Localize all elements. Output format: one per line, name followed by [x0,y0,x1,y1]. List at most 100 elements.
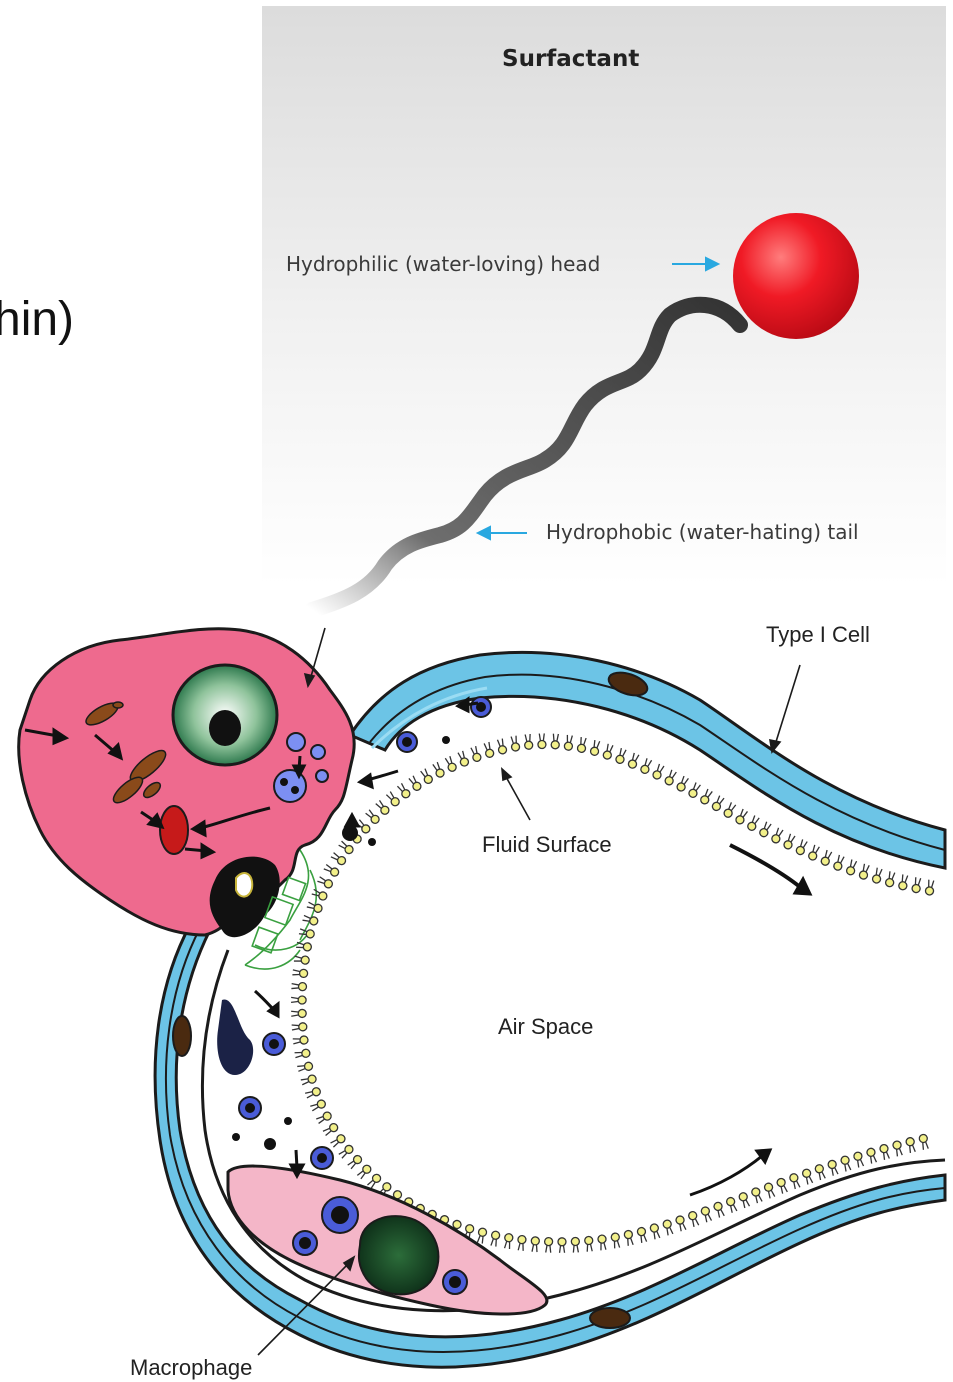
surfactant-lipid [305,1087,322,1100]
surfactant-lipid [746,815,760,832]
surfactant-lipid [675,1215,687,1232]
surfactant-lipid [598,1235,608,1251]
wall-nucleus [590,1308,630,1328]
surfactant-lipid [624,1230,635,1246]
surfactant-lipid [544,1237,553,1252]
surfactant-lipid [538,733,546,748]
surfactant-lipid [925,879,935,895]
surfactant-lipid [723,802,737,819]
surfactant-lipid [892,1140,904,1157]
surfactant-lipid [292,1023,307,1032]
surfactant-lipid [483,742,495,759]
surfactant-lipid [688,1211,701,1228]
surfactant-lipid [302,914,319,926]
surfactant-lipid [879,1144,891,1161]
hydrophobic-tail-label: Hydrophobic (water-hating) tail [546,520,859,544]
surfactant-lipid [602,743,614,760]
surfactant-lipid [551,734,560,749]
surfactant-lipid [776,1177,789,1194]
surfactant-lipid [699,788,713,805]
surfactant-lipid [840,1155,852,1172]
surfactant-lipid [571,1237,580,1252]
type1-cell-wall-top [350,652,945,868]
surfactant-lipid [316,1111,333,1125]
surfactant-lipid [846,859,858,876]
surfactant-lipid [503,1233,513,1249]
surfactant-lipid [292,968,308,977]
wall-nucleus [173,1016,191,1056]
surfactant-lipid [918,1134,929,1150]
surfactant-lipid [637,1227,648,1244]
surfactant-lipid [885,871,897,888]
edge-fragment-text: hin) [0,292,74,347]
surfactant-lipid [725,1196,738,1213]
surfactant-lipid [770,827,784,844]
surfactant-lipid [814,1164,826,1181]
surfactant-lipid [293,1036,309,1046]
surfactant-lipid [338,840,355,855]
surfactant-lipid [700,1206,713,1223]
surfactant-lipid [789,1173,802,1190]
surfactant-lipid [476,1227,487,1244]
surfactant-lipid [496,738,507,754]
panel-title: Surfactant [502,46,639,72]
surfactant-lipid [820,849,833,866]
surfactant-lipid [531,1237,540,1253]
surfactant-lipid [611,1233,621,1249]
surfactant-lipid [517,1235,527,1251]
surfactant-lipid [627,752,640,769]
surfactant-lipid [330,851,347,866]
surfactant-lipid [664,769,678,786]
surfactant-lipid [365,809,381,825]
surfactant-lipid [524,734,533,750]
surfactant-lipid [385,791,401,808]
surfactant-lipid [795,839,809,856]
surfactant-lipid [866,1147,878,1164]
hydrophilic-head-label: Hydrophilic (water-loving) head [286,252,600,276]
fluid-surface-label: Fluid Surface [482,832,612,858]
surfactant-lipid [510,735,521,751]
surfactant-lipid [833,854,846,871]
surfactant-lipid [558,1238,566,1253]
surfactant-lipid [584,1236,593,1252]
surfactant-lipid [419,768,433,785]
surfactant-lipid [758,821,772,838]
surfactant-lipid [294,955,310,965]
surfactant-lipid [783,833,797,850]
surfactant-lipid [652,763,666,780]
surfactant-lipid [408,775,423,792]
surfactant-lipid [649,1223,661,1240]
surfactant-lipid [375,799,391,816]
surfactant-lipid [898,874,909,890]
surfactant-lipid [338,1144,355,1160]
surfactant-lipid [311,888,328,901]
surfactant-lipid [662,1219,674,1236]
surfactant-lipid [763,1182,776,1199]
surfactant-lipid [711,795,725,812]
surfactant-lipid [366,1173,382,1190]
surfactant-lipid [688,782,702,799]
red-organelle [160,806,188,854]
surfactant-lipid [738,1192,751,1209]
surfactant-lipid [323,863,340,877]
surfactant-lipid [590,740,601,757]
surfactant-lipid [297,1061,313,1072]
surfactant-lipid [470,746,482,763]
surfactant-lipid [713,1201,726,1218]
surfactant-lipid [431,761,445,778]
surfactant-lipid [489,1231,500,1247]
surfactant-lipid [853,1151,865,1168]
surfactant-lipid [640,758,653,775]
surfactant-lipid [577,737,588,753]
surfactant-head [733,213,859,339]
surfactant-lipid [356,1164,372,1180]
surfactant-lipid [330,1133,347,1148]
surfactant-lipid [291,982,306,991]
surfactant-lipid [802,1168,815,1185]
surfactant-lipid [905,1137,916,1153]
surfactant-lipid [457,750,470,767]
surfactant-lipid [676,775,690,792]
surfactant-lipid [911,877,922,893]
surfactant-lipid [735,808,749,825]
